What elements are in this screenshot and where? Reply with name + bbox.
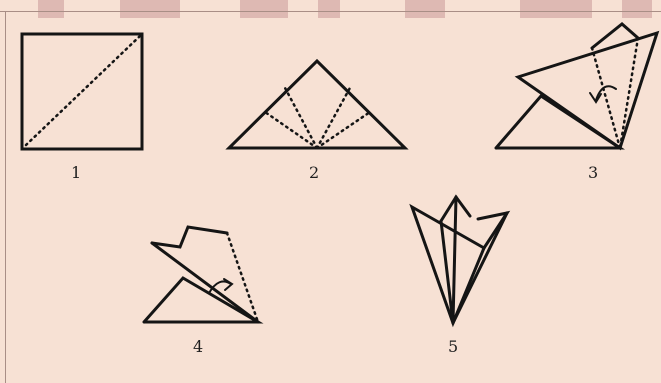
step-4-flap-figure	[144, 227, 258, 322]
step-label-2: 2	[309, 165, 319, 181]
center-crease	[453, 197, 456, 323]
flap-diagonal	[152, 243, 258, 322]
step-label-1: 1	[71, 165, 81, 181]
base-triangle	[144, 278, 258, 322]
diagonal-fold-line	[26, 36, 140, 145]
step-label-5: 5	[448, 339, 458, 355]
triangle-outline	[229, 61, 405, 148]
step-3-flap-figure	[496, 24, 657, 148]
upper-flap-edge	[152, 227, 227, 247]
step-2-triangle-figure	[229, 61, 405, 148]
step-1-square-figure	[22, 34, 142, 149]
right-outer-edge	[453, 213, 507, 323]
step-label-3: 3	[588, 165, 598, 181]
flap-fold-line-right	[620, 38, 638, 148]
step-5-final-figure	[412, 197, 507, 323]
flap-tip	[592, 24, 638, 48]
step-label-4: 4	[193, 339, 203, 355]
fold-arrow-head	[224, 279, 232, 290]
left-outer-petal	[412, 207, 484, 323]
